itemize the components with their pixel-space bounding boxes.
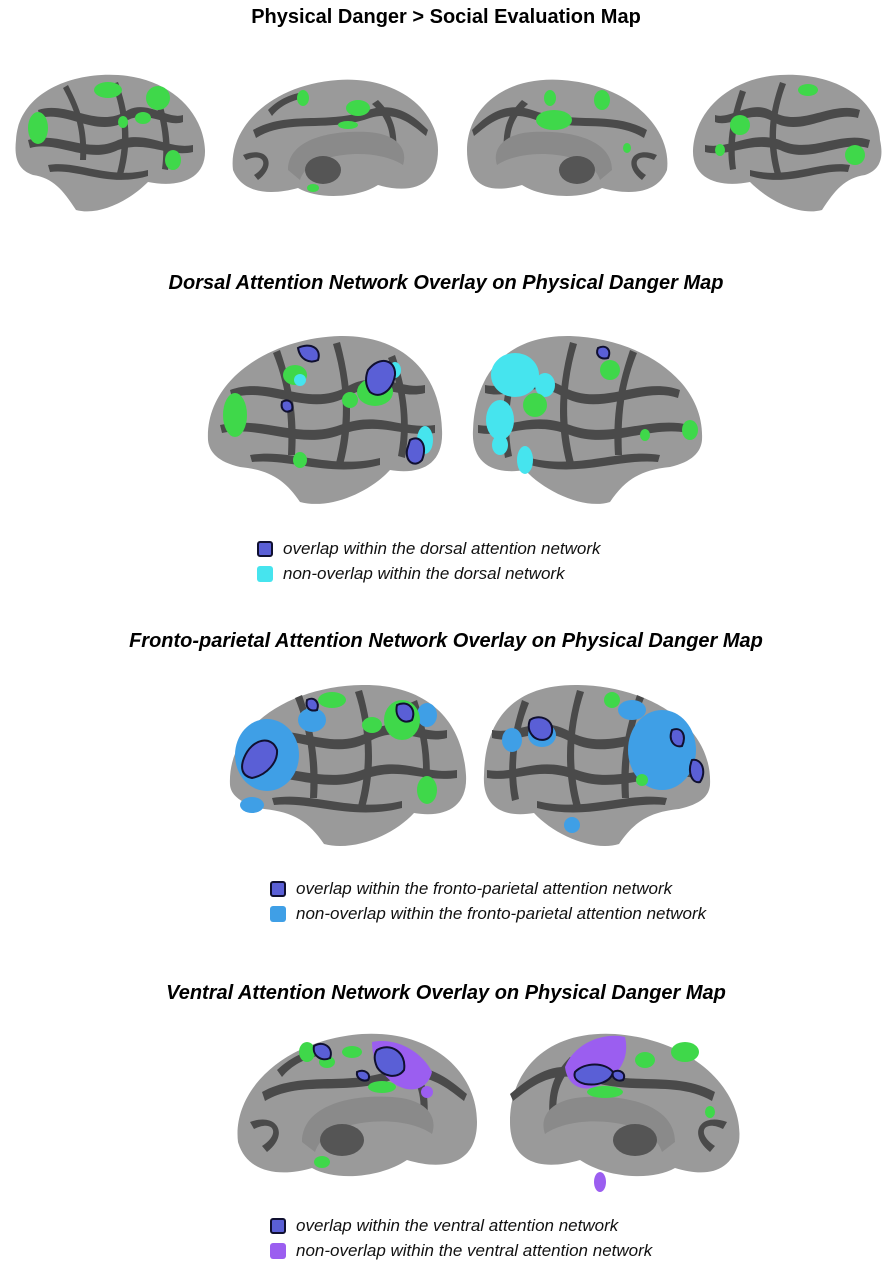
legend-ventral: overlap within the ventral attention net… [270,1213,652,1263]
nonoverlap-swatch [270,1242,286,1259]
panel-2-title: Dorsal Attention Network Overlay on Phys… [168,272,724,294]
legend-label: non-overlap within the ventral attention… [296,1240,653,1260]
overlap-swatch [257,540,273,557]
brain-lateral-right [692,74,882,212]
brain-dorsal-right [472,335,703,504]
legend-label: non-overlap within the dorsal network [283,563,565,583]
panel-3-title: Fronto-parietal Attention Network Overla… [129,630,763,652]
nonoverlap-swatch [257,565,273,582]
legend-item: overlap within the dorsal attention netw… [257,536,601,561]
legend-item: non-overlap within the fronto-parietal a… [270,901,706,926]
legend-dorsal: overlap within the dorsal attention netw… [257,536,601,586]
brain-dorsal-left [207,335,443,504]
brain-ventral-left [237,1033,477,1177]
nonoverlap-swatch [270,905,286,922]
brain-medial-right [467,79,668,196]
legend-item: non-overlap within the ventral attention… [270,1238,652,1263]
legend-label: overlap within the ventral attention net… [296,1215,619,1235]
overlap-swatch [270,1217,286,1234]
legend-label: non-overlap within the fronto-parietal a… [296,903,707,923]
legend-label: overlap within the dorsal attention netw… [283,538,601,558]
legend-item: overlap within the fronto-parietal atten… [270,876,706,901]
brain-medial-left [232,79,438,196]
panel-1-title: Physical Danger > Social Evaluation Map [251,6,641,28]
legend-label: overlap within the fronto-parietal atten… [296,878,673,898]
legend-item: overlap within the ventral attention net… [270,1213,652,1238]
brain-frontoparietal-left [229,684,467,847]
overlap-swatch [270,880,286,897]
legend-frontoparietal: overlap within the fronto-parietal atten… [270,876,706,926]
legend-item: non-overlap within the dorsal network [257,561,601,586]
brain-frontoparietal-right [483,684,711,847]
panel-4-title: Ventral Attention Network Overlay on Phy… [166,982,726,1004]
brain-ventral-right [510,1033,740,1192]
brain-lateral-left [15,74,206,212]
